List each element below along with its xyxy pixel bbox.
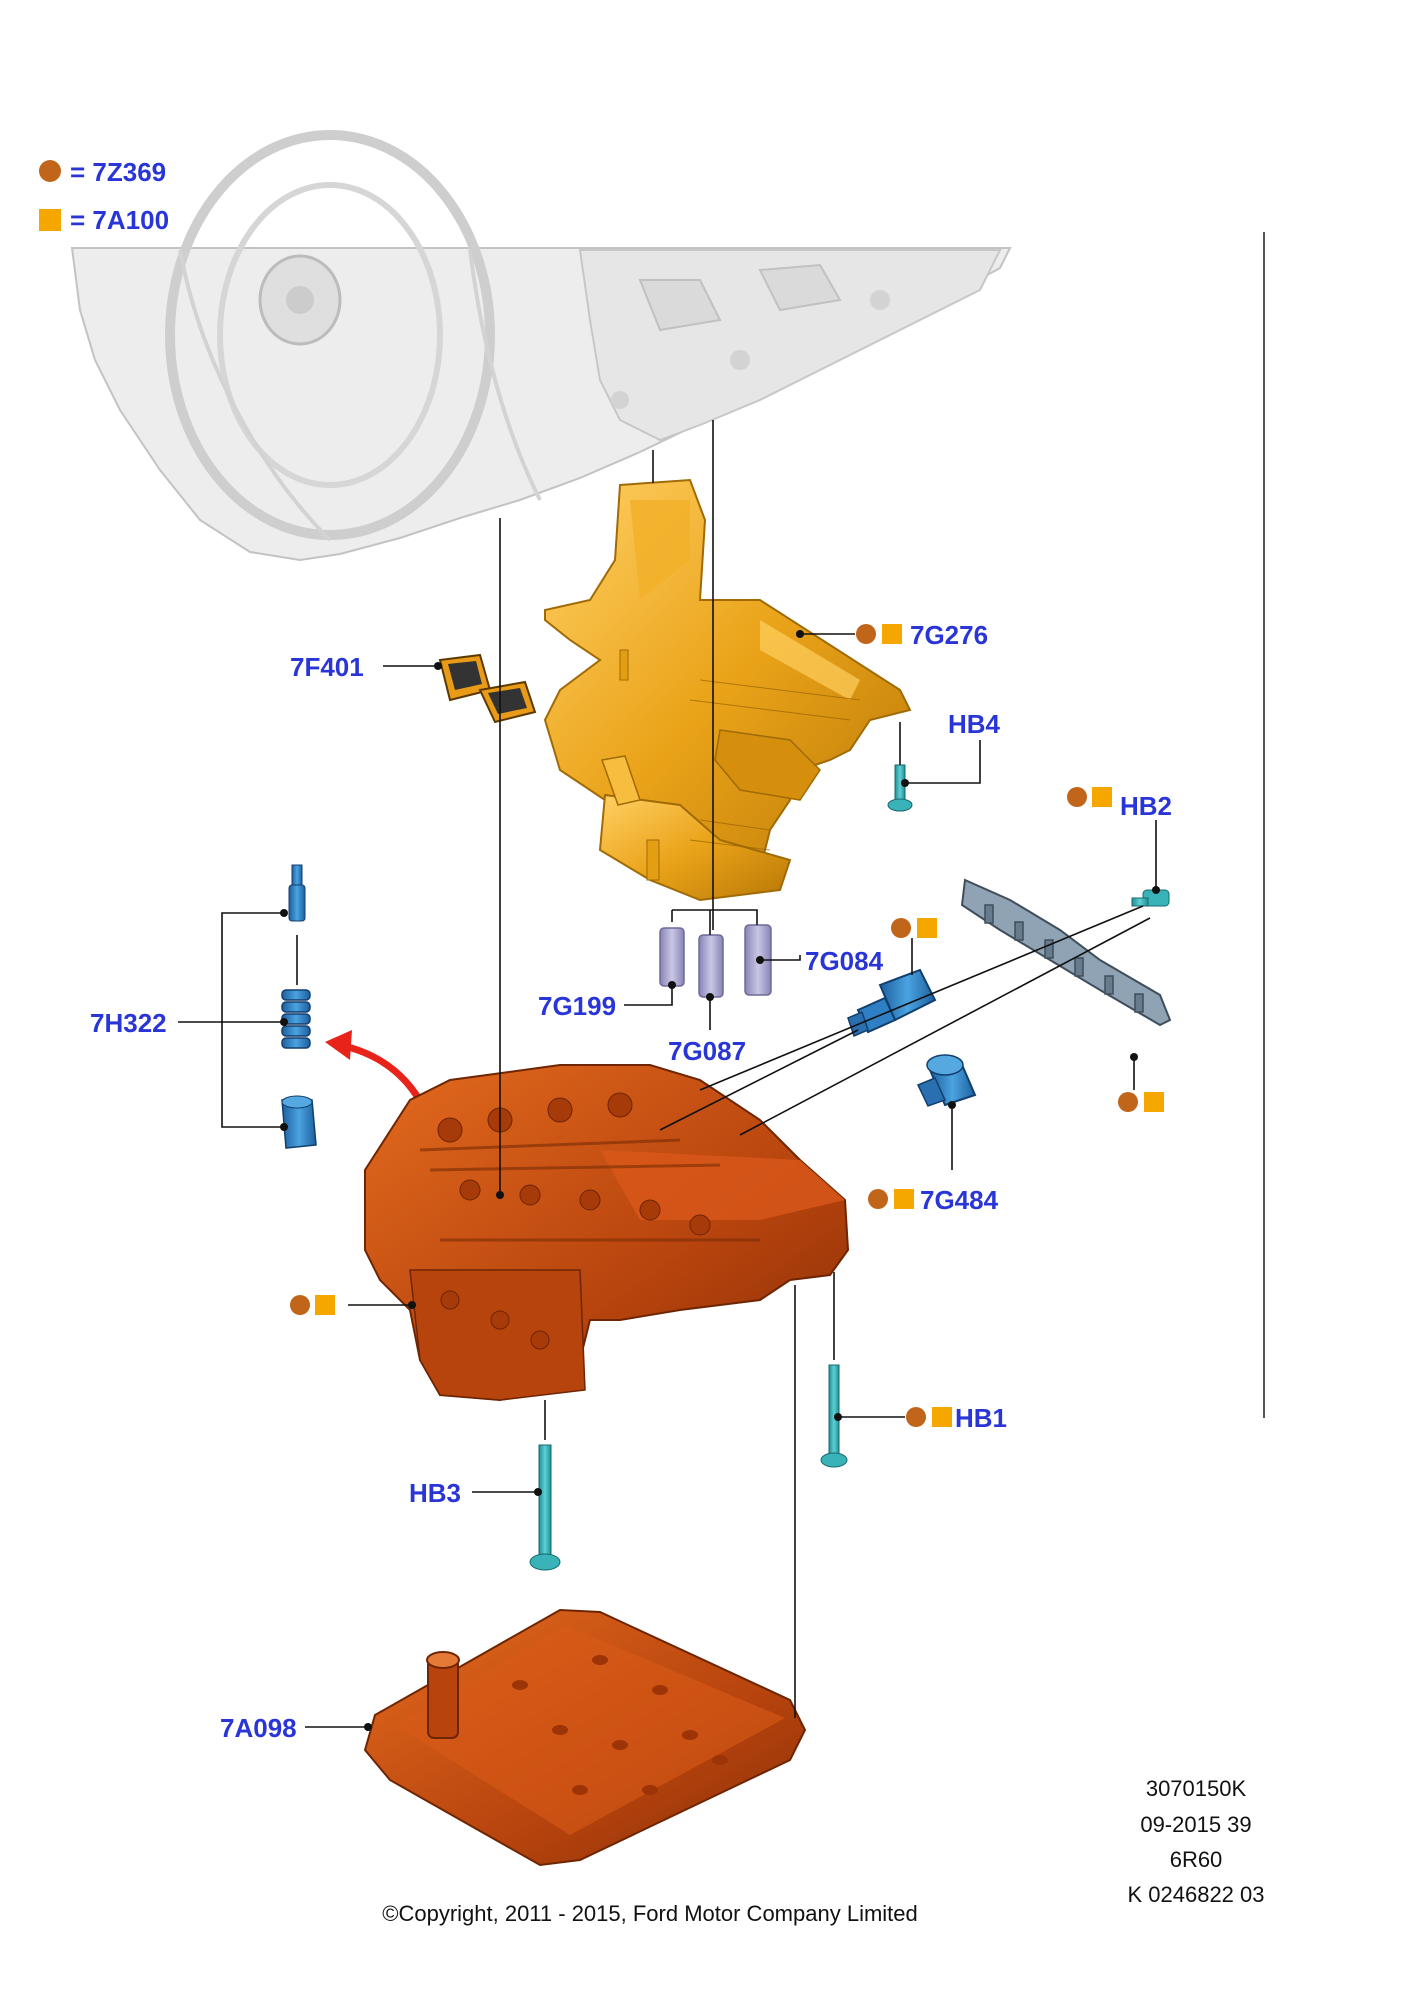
square-marker-icon <box>882 624 902 644</box>
leader-lines <box>178 420 1160 1731</box>
square-marker-icon <box>932 1407 952 1427</box>
callout-7G484: 7G484 <box>920 1185 999 1215</box>
part-symbol-markers <box>290 624 1164 1427</box>
square-marker-icon <box>315 1295 335 1315</box>
illustration-metadata: 3070150K 09-2015 39 6R60 K 0246822 03 <box>1127 1776 1264 1907</box>
legend-circle-label: = 7Z369 <box>70 157 166 187</box>
separator-plate-7G276 <box>543 478 912 902</box>
copyright-notice: ©Copyright, 2011 - 2015, Ford Motor Comp… <box>382 1901 918 1926</box>
transmission-case-illustration <box>70 130 1012 562</box>
circle-marker-icon <box>1118 1092 1138 1112</box>
part-callouts: 7G276 7F401 HB4 HB2 7G084 7G199 7G087 7H… <box>90 620 1172 1743</box>
circle-marker-icon <box>906 1407 926 1427</box>
bolt-HB4 <box>887 764 913 812</box>
square-marker-icon <box>1144 1092 1164 1112</box>
callout-HB4: HB4 <box>948 709 1001 739</box>
legend-square-label: = 7A100 <box>70 205 169 235</box>
bolt-HB2 <box>1131 889 1170 907</box>
bolt-HB1 <box>820 1364 848 1468</box>
circle-marker-icon <box>1067 787 1087 807</box>
illustration-number: 3070150K <box>1146 1776 1247 1801</box>
callout-7A098: 7A098 <box>220 1713 297 1743</box>
main-valve-body <box>364 1064 850 1402</box>
circle-marker-icon <box>290 1295 310 1315</box>
circle-marker-icon <box>868 1189 888 1209</box>
callout-7H322: 7H322 <box>90 1008 167 1038</box>
accumulators-group <box>659 924 772 998</box>
solenoid-7G484 <box>916 1054 977 1107</box>
illustration-ref: K 0246822 03 <box>1127 1882 1264 1907</box>
valve-kit-7H322 <box>281 864 317 1149</box>
filter-7A098 <box>363 1608 807 1867</box>
callout-HB3: HB3 <box>409 1478 461 1508</box>
legend-square-icon <box>39 209 61 231</box>
circle-marker-icon <box>856 624 876 644</box>
accumulator-7G199 <box>659 927 685 987</box>
bolt-HB3 <box>529 1444 561 1571</box>
callout-HB2: HB2 <box>1120 791 1172 821</box>
legend-circle-icon <box>39 160 61 182</box>
illustration-date: 09-2015 39 <box>1140 1812 1251 1837</box>
illustration-model: 6R60 <box>1170 1847 1223 1872</box>
gasket-pair-7F401 <box>438 653 537 724</box>
callout-7G087: 7G087 <box>668 1036 746 1066</box>
callout-7G084: 7G084 <box>805 946 884 976</box>
square-marker-icon <box>894 1189 914 1209</box>
arrow-head-icon <box>325 1030 352 1060</box>
square-marker-icon <box>1092 787 1112 807</box>
callout-7G199: 7G199 <box>538 991 616 1021</box>
callout-HB1: HB1 <box>955 1403 1007 1433</box>
square-marker-icon <box>917 918 937 938</box>
circle-marker-icon <box>891 918 911 938</box>
legend: = 7Z369 = 7A100 <box>39 157 169 235</box>
callout-7G276: 7G276 <box>910 620 988 650</box>
solenoid-7G084 <box>847 968 937 1038</box>
accumulator-7G087 <box>698 934 724 998</box>
callout-7F401: 7F401 <box>290 652 364 682</box>
wiring-harness-strip <box>960 878 1172 1027</box>
